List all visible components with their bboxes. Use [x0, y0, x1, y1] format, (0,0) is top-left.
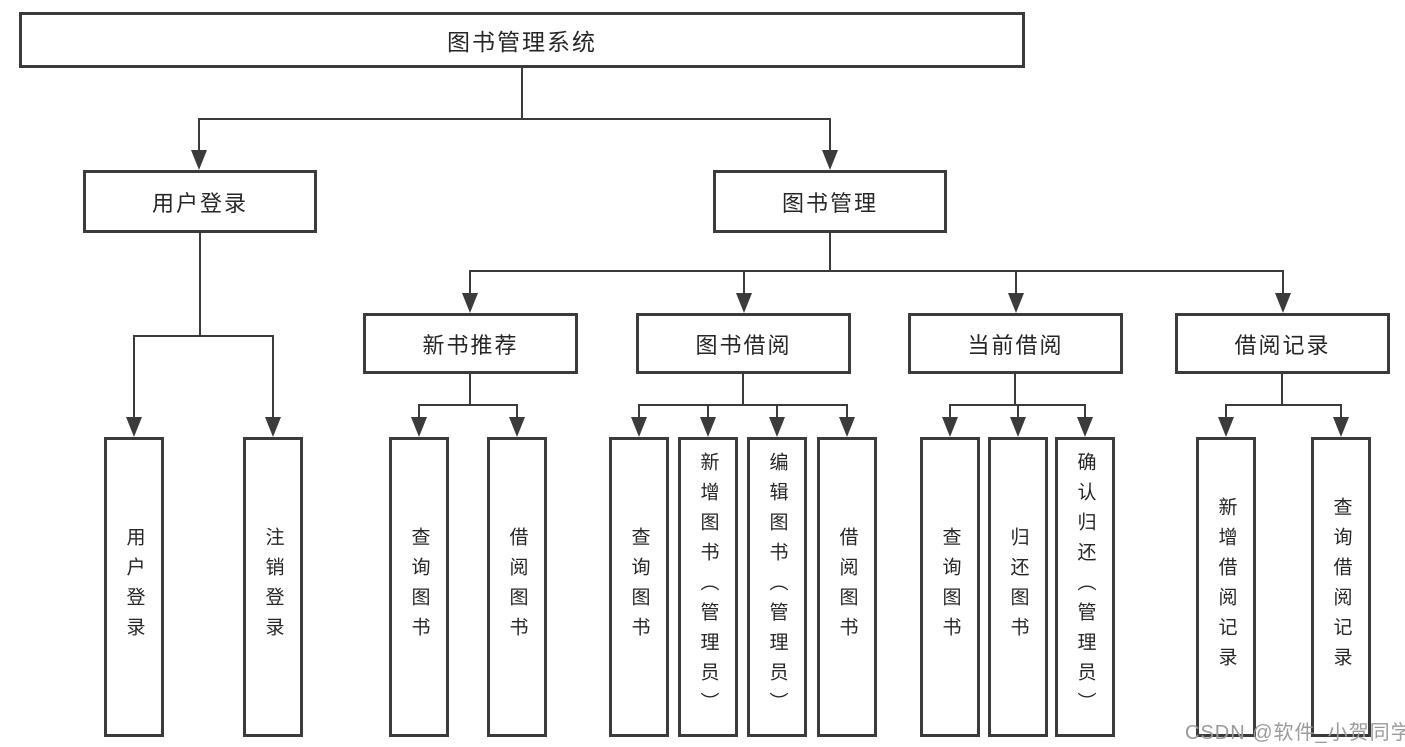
leaf-borrow-books-label: 借阅图书: [836, 527, 858, 647]
connector-group-hbar: [1225, 404, 1342, 406]
connector-drop-leaf: [1225, 406, 1227, 419]
arrowhead-down-icon: [1077, 417, 1093, 437]
arrowhead-down-icon: [700, 417, 716, 437]
leaf-add-book-admin: 新增图书（管理员）: [678, 437, 738, 737]
connector-drop-leaf: [949, 406, 951, 419]
node-user-login-label: 用户登录: [151, 190, 248, 216]
leaf-query-borrow-record-label: 查询借阅记录: [1330, 497, 1352, 677]
leaf-confirm-return-admin: 确认归还（管理员）: [1055, 437, 1115, 737]
leaf-current-query-books: 查询图书: [920, 437, 980, 737]
leaf-borrowing-query-books-label: 查询图书: [628, 527, 650, 647]
connector-book-management-stem: [829, 233, 831, 272]
arrowhead-down-icon: [942, 417, 958, 437]
arrowhead-down-icon: [191, 150, 207, 170]
leaf-logout: 注销登录: [243, 437, 303, 737]
connector-group-stem: [742, 374, 744, 406]
connector-drop-leaf: [516, 406, 518, 419]
node-current-borrowing-label: 当前借阅: [967, 332, 1064, 358]
arrowhead-down-icon: [265, 417, 281, 437]
leaf-edit-book-admin: 编辑图书（管理员）: [747, 437, 807, 737]
connector-drop-leaf: [776, 406, 778, 419]
connector-drop-group: [743, 272, 745, 295]
leaf-add-book-admin-label: 新增图书（管理员）: [697, 452, 719, 722]
leaf-add-borrow-record-label: 新增借阅记录: [1215, 497, 1237, 677]
leaf-borrow-books: 借阅图书: [817, 437, 877, 737]
arrowhead-down-icon: [736, 293, 752, 313]
connector-drop-group: [1282, 272, 1284, 295]
connector-root-stem: [521, 68, 523, 120]
arrowhead-down-icon: [411, 417, 427, 437]
connector-drop-user-login: [198, 118, 200, 152]
connector-user-login-stem: [199, 233, 201, 337]
connector-group-stem: [1014, 374, 1016, 406]
arrowhead-down-icon: [1333, 417, 1349, 437]
leaf-recommend-query-books-label: 查询图书: [408, 527, 430, 647]
connector-drop-group: [1015, 272, 1017, 295]
connector-drop-leaf: [133, 337, 135, 419]
leaf-recommend-query-books: 查询图书: [389, 437, 449, 737]
leaf-borrowing-query-books: 查询图书: [609, 437, 669, 737]
leaf-query-borrow-record: 查询借阅记录: [1311, 437, 1371, 737]
arrowhead-down-icon: [1275, 293, 1291, 313]
node-new-book-recommend-label: 新书推荐: [422, 332, 519, 358]
connector-drop-leaf: [272, 337, 274, 419]
leaf-return-book: 归还图书: [988, 437, 1048, 737]
connector-drop-leaf: [707, 406, 709, 419]
arrowhead-down-icon: [1010, 417, 1026, 437]
connector-drop-leaf: [1017, 406, 1019, 419]
node-current-borrowing: 当前借阅: [908, 313, 1123, 374]
leaf-recommend-borrow-books-label: 借阅图书: [506, 527, 528, 647]
node-book-management-label: 图书管理: [781, 190, 878, 216]
node-borrowing-records-label: 借阅记录: [1234, 332, 1331, 358]
node-book-management: 图书管理: [713, 170, 947, 233]
arrowhead-down-icon: [126, 417, 142, 437]
connector-level2-hbar: [198, 118, 831, 120]
arrowhead-down-icon: [1218, 417, 1234, 437]
leaf-edit-book-admin-label: 编辑图书（管理员）: [766, 452, 788, 722]
node-root: 图书管理系统: [19, 12, 1025, 68]
leaf-user-login-label: 用户登录: [123, 527, 145, 647]
arrowhead-down-icon: [822, 150, 838, 170]
connector-drop-leaf: [418, 406, 420, 419]
connector-drop-book-management: [829, 118, 831, 152]
node-book-borrowing-label: 图书借阅: [695, 332, 792, 358]
connector-group-hbar: [949, 404, 1086, 406]
node-book-borrowing: 图书借阅: [636, 313, 851, 374]
connector-group-hbar: [638, 404, 848, 406]
leaf-recommend-borrow-books: 借阅图书: [487, 437, 547, 737]
connector-user-login-hbar: [133, 335, 274, 337]
connector-drop-leaf: [846, 406, 848, 419]
leaf-current-query-books-label: 查询图书: [939, 527, 961, 647]
arrowhead-down-icon: [631, 417, 647, 437]
connector-drop-leaf: [638, 406, 640, 419]
connector-group-stem: [1281, 374, 1283, 406]
arrowhead-down-icon: [769, 417, 785, 437]
connector-group-stem: [469, 374, 471, 406]
arrowhead-down-icon: [1008, 293, 1024, 313]
leaf-confirm-return-admin-label: 确认归还（管理员）: [1074, 452, 1096, 722]
connector-drop-group: [469, 272, 471, 295]
connector-drop-leaf: [1340, 406, 1342, 419]
node-new-book-recommend: 新书推荐: [363, 313, 578, 374]
connector-drop-leaf: [1084, 406, 1086, 419]
leaf-add-borrow-record: 新增借阅记录: [1196, 437, 1256, 737]
leaf-logout-label: 注销登录: [262, 527, 284, 647]
arrowhead-down-icon: [462, 293, 478, 313]
node-user-login: 用户登录: [83, 170, 317, 233]
node-borrowing-records: 借阅记录: [1175, 313, 1390, 374]
arrowhead-down-icon: [839, 417, 855, 437]
leaf-user-login: 用户登录: [104, 437, 164, 737]
node-root-label: 图书管理系统: [447, 29, 597, 55]
connector-group-hbar: [418, 404, 518, 406]
csdn-watermark: CSDN @软件_小贺同学: [1185, 722, 1405, 744]
arrowhead-down-icon: [509, 417, 525, 437]
connector-level3-hbar: [469, 270, 1284, 272]
leaf-return-book-label: 归还图书: [1007, 527, 1029, 647]
